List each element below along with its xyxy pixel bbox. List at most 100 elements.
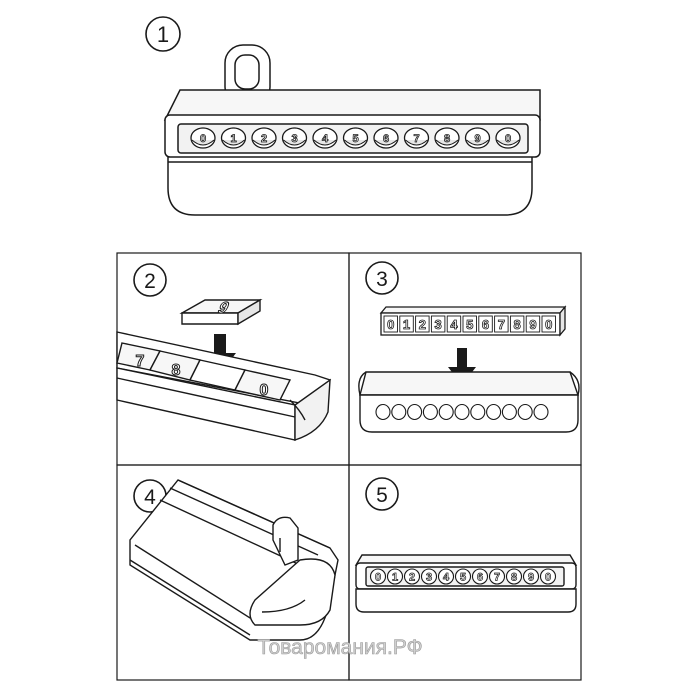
step-1-digit: 6	[383, 133, 389, 145]
tray-hole	[375, 403, 391, 421]
step-2: 2 9 7 8 0	[116, 263, 332, 441]
step-5-digit-button: 9	[522, 568, 540, 585]
strip-digit-cell: 7	[494, 315, 509, 333]
strip-digit: 4	[450, 317, 458, 332]
tray-holes	[375, 403, 549, 421]
step-3-number: 3	[376, 268, 388, 291]
tray-hole	[454, 403, 470, 421]
strip-digit: 7	[498, 317, 505, 332]
tray-end	[294, 378, 331, 441]
step-5-digit: 1	[392, 572, 398, 584]
tray-hole	[391, 403, 407, 421]
tray-hole	[407, 403, 423, 421]
strip-digit-cell: 2	[415, 315, 430, 333]
step-1-digit-button: 5	[342, 127, 369, 149]
tray-hole	[422, 403, 438, 421]
tray-hole	[517, 403, 533, 421]
step-5-digit: 0	[545, 572, 551, 584]
step-2-tray: 7 8 0	[116, 331, 332, 441]
hanging-tab-hole	[234, 54, 260, 90]
panel-5-frame	[348, 464, 582, 681]
slot-mid-digit: 8	[172, 362, 181, 379]
step-1-number: 1	[157, 22, 169, 47]
step-5-digit-button: 8	[505, 568, 523, 585]
strip-digit-cell: 8	[509, 315, 525, 333]
strip-digit: 0	[387, 317, 394, 332]
strip-digit-cell: 0	[383, 315, 398, 333]
slot-left-digit: 7	[136, 353, 145, 370]
strip-digit-cell: 1	[399, 315, 414, 333]
step-5-digit: 4	[443, 572, 450, 584]
tray-hole	[470, 403, 486, 421]
step-5-digit-button: 3	[420, 568, 438, 585]
step-5-digit-button: 7	[488, 568, 506, 585]
step-2-badge	[133, 263, 167, 297]
strip-digit: 8	[514, 317, 521, 332]
step-4-number: 4	[144, 486, 156, 509]
strip-digit-cell: 0	[541, 315, 556, 333]
strip-digit: 5	[466, 317, 473, 332]
step-1-digit-button: 1	[220, 127, 247, 149]
step-1-badge	[145, 16, 181, 52]
watermark: Товаромания.РФ	[257, 636, 422, 659]
step-1: 1 0 1 2 3 4 5 6 7 8 9 0	[145, 16, 541, 216]
step-5-digit: 5	[460, 572, 466, 584]
end-cap	[249, 558, 336, 626]
strip-digit-cell: 5	[462, 315, 477, 333]
step-1-digit-row: 0 1 2 3 4 5 6 7 8 9 0	[190, 127, 521, 149]
step-1-digit-button: 6	[373, 127, 399, 149]
step-5-digit-button: 6	[471, 568, 489, 585]
step-1-digit-button: 0	[495, 127, 521, 149]
strip-digit-cell: 3	[430, 315, 446, 333]
step-5-digit-button: 1	[386, 568, 404, 585]
step-1-holder: 0 1 2 3 4 5 6 7 8 9 0	[163, 44, 541, 216]
tray-hole	[501, 403, 517, 421]
step-5-digit-button: 2	[403, 568, 421, 585]
step-5-digit: 2	[409, 572, 415, 584]
step-1-digit-button: 9	[464, 127, 491, 149]
strip-digit-cell: 9	[525, 315, 541, 333]
step-1-digit: 8	[444, 133, 450, 145]
step-1-digit: 9	[474, 133, 480, 145]
tray-hole	[486, 403, 502, 421]
step-1-digit-button: 0	[190, 127, 216, 149]
step-3-tray	[358, 371, 580, 433]
step-5-digit: 7	[494, 572, 500, 584]
step-1-digit-button: 7	[403, 127, 430, 149]
step-1-digit: 3	[291, 133, 297, 145]
step-1-digit: 4	[322, 133, 329, 145]
step-2-number: 2	[144, 270, 156, 293]
step-1-digit: 0	[200, 133, 206, 145]
step-5-digit: 8	[511, 572, 517, 584]
step-1-digit: 1	[230, 133, 236, 145]
panel-grid	[116, 252, 582, 681]
step-1-digit: 0	[505, 133, 511, 145]
step-5-digit-button: 0	[539, 568, 557, 585]
step-3-badge	[365, 261, 399, 295]
step-5-number: 5	[376, 484, 388, 507]
step-1-digit-button: 2	[251, 127, 277, 149]
strip-digit: 1	[403, 317, 410, 332]
step-4-holder-end	[129, 479, 339, 641]
step-4: 4	[129, 479, 339, 641]
step-5-digit: 3	[426, 572, 432, 584]
strip-digit: 6	[482, 317, 489, 332]
step-1-digit-button: 4	[312, 127, 338, 149]
base-tray	[167, 149, 533, 216]
step-5-digit-button: 0	[369, 568, 387, 585]
step-1-digit-button: 3	[281, 127, 308, 149]
strip-digit: 0	[545, 317, 552, 332]
strip-digit: 2	[419, 317, 426, 332]
step-5-digit: 9	[528, 572, 534, 584]
slot-right-digit: 0	[260, 382, 269, 399]
strip-digit-cell: 6	[478, 315, 493, 333]
step-1-digit: 2	[261, 133, 267, 145]
strip-digit: 9	[529, 317, 536, 332]
strip-digit: 3	[435, 317, 442, 332]
